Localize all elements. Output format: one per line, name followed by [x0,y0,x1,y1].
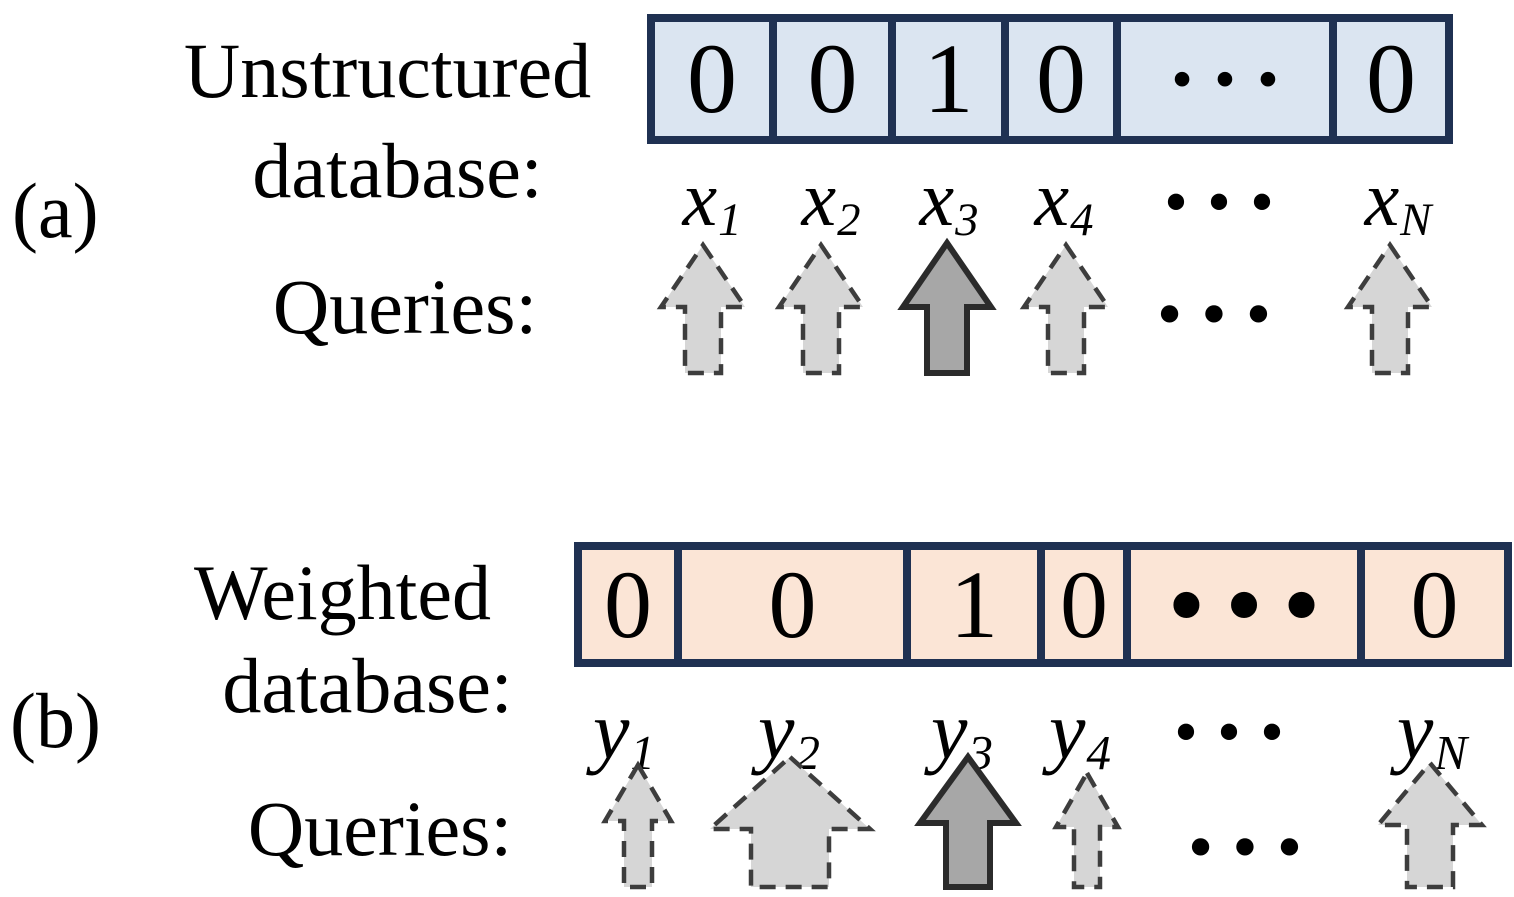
db-cell-x3: 1 [896,22,1001,136]
panel-b-title-line1: Weighted [194,549,491,636]
db-cell-ellipsis: ••• [1131,550,1357,659]
db-cell-yN: 0 [1365,550,1504,659]
db-cell-x2: 0 [777,22,888,136]
panel-a-title-line2: database: [252,127,543,214]
panel-b-title-line2: database: [222,642,513,729]
panel-b-tag: (b) [10,677,101,764]
label-ellipsis-icon: ••• [1175,699,1305,765]
label-ellipsis-icon: ••• [1165,169,1295,235]
panel-b-queries-label: Queries: [247,785,513,872]
query-arrow-y4-dashed-up-arrow-icon [1052,768,1122,890]
db-cell-xN: 0 [1337,22,1445,136]
panel-a-tag: (a) [12,167,99,254]
element-label-xN: xN [1364,155,1432,247]
query-arrow-x3-solid-up-arrow-icon [897,237,997,376]
panel-b-database-row: 0 0 1 0 ••• 0 [574,542,1512,667]
query-arrow-x4-dashed-up-arrow-icon [1019,240,1113,376]
db-cell-x1: 0 [655,22,769,136]
db-cell-ellipsis: ••• [1121,22,1329,136]
element-label-y4: y4 [1049,685,1111,780]
arrow-row-ellipsis-icon: ••• [1158,278,1292,349]
db-cell-y2: 0 [682,550,903,659]
query-arrow-y1-dashed-up-arrow-icon [601,760,675,890]
element-label-x3: x3 [919,155,979,247]
db-cell-x4: 0 [1009,22,1113,136]
query-arrow-xN-dashed-up-arrow-icon [1343,240,1437,376]
element-label-x1: x1 [682,155,742,247]
query-arrow-yN-dashed-up-arrow-icon [1373,759,1487,890]
db-cell-y4: 0 [1045,550,1123,659]
panel-a-queries-label: Queries: [272,263,538,350]
db-cell-y1: 0 [582,550,674,659]
query-arrow-x2-dashed-up-arrow-icon [774,240,868,376]
query-arrow-y2-dashed-up-arrow-icon [704,753,876,890]
element-label-y1: y1 [593,685,655,780]
query-arrow-y3-solid-up-arrow-icon [914,751,1022,890]
panel-a-title-line1: Unstructured [183,27,592,114]
arrow-row-ellipsis-icon: ••• [1189,811,1323,882]
element-label-x2: x2 [801,155,861,247]
element-label-x4: x4 [1034,155,1094,247]
db-cell-y3: 1 [911,550,1037,659]
query-arrow-x1-dashed-up-arrow-icon [656,240,750,376]
element-label-yN: yN [1396,685,1468,780]
panel-a-database-row: 0 0 1 0 ••• 0 [647,14,1453,144]
